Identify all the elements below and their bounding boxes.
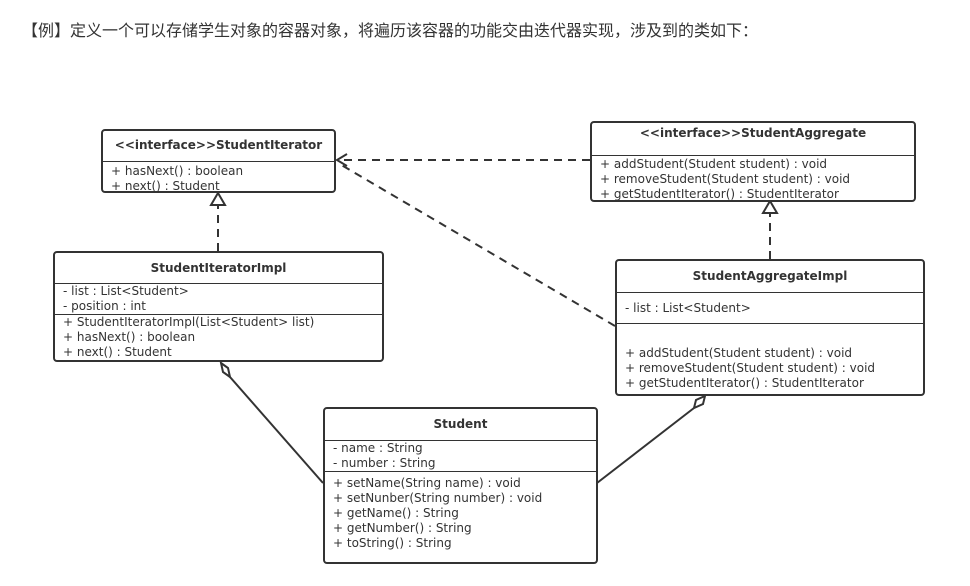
aggregation-diamond-icon bbox=[219, 360, 232, 380]
method: + getStudentIterator() : StudentIterator bbox=[600, 187, 839, 201]
method: + getNumber() : String bbox=[333, 521, 472, 535]
class-student-aggregate[interactable]: <<interface>>StudentAggregate + addStude… bbox=[590, 121, 916, 202]
method: + addStudent(Student student) : void bbox=[625, 346, 853, 360]
method: + StudentIteratorImpl(List<Student> list… bbox=[63, 315, 315, 329]
aggregation-diamond-icon bbox=[692, 394, 707, 410]
realization-triangle-icon bbox=[209, 191, 227, 206]
attribute: - name : String bbox=[333, 441, 423, 455]
method: + getName() : String bbox=[333, 506, 459, 520]
attribute: - list : List<Student> bbox=[63, 284, 189, 298]
method: + toString() : String bbox=[333, 536, 452, 550]
class-student-iterator-impl[interactable]: StudentIteratorImpl - list : List<Studen… bbox=[53, 251, 384, 362]
attribute: - number : String bbox=[333, 456, 436, 470]
method: + removeStudent(Student student) : void bbox=[600, 172, 851, 186]
attribute: - list : List<Student> bbox=[625, 301, 751, 315]
class-student[interactable]: Student - name : String - number : Strin… bbox=[323, 407, 598, 564]
class-name: <<interface>>StudentIterator bbox=[103, 131, 334, 162]
method: + removeStudent(Student student) : void bbox=[625, 361, 876, 375]
aggregation-student-aggregateimpl bbox=[596, 407, 695, 484]
arrow-head-icon bbox=[335, 153, 348, 167]
aggregation-student-iteratorimpl bbox=[229, 376, 324, 484]
method: + next() : Student bbox=[111, 179, 220, 193]
dependency-aggregateimpl-to-iterator bbox=[337, 162, 616, 327]
method: + getStudentIterator() : StudentIterator bbox=[625, 376, 864, 390]
method: + setName(String name) : void bbox=[333, 476, 521, 490]
class-name: StudentAggregateImpl bbox=[617, 261, 923, 293]
class-student-iterator[interactable]: <<interface>>StudentIterator + hasNext()… bbox=[101, 129, 336, 193]
class-name: <<interface>>StudentAggregate bbox=[592, 123, 914, 156]
intro-text: 【例】定义一个可以存储学生对象的容器对象，将遍历该容器的功能交由迭代器实现，涉及… bbox=[22, 21, 759, 40]
realization-triangle-icon bbox=[761, 199, 779, 214]
class-student-aggregate-impl[interactable]: StudentAggregateImpl - list : List<Stude… bbox=[615, 259, 925, 396]
method: + next() : Student bbox=[63, 345, 172, 359]
method: + addStudent(Student student) : void bbox=[600, 157, 828, 171]
class-name: Student bbox=[325, 409, 596, 441]
attribute: - position : int bbox=[63, 299, 146, 313]
method: + hasNext() : boolean bbox=[111, 164, 244, 178]
method: + setNunber(String number) : void bbox=[333, 491, 543, 505]
method: + hasNext() : boolean bbox=[63, 330, 196, 344]
class-name: StudentIteratorImpl bbox=[55, 253, 382, 284]
